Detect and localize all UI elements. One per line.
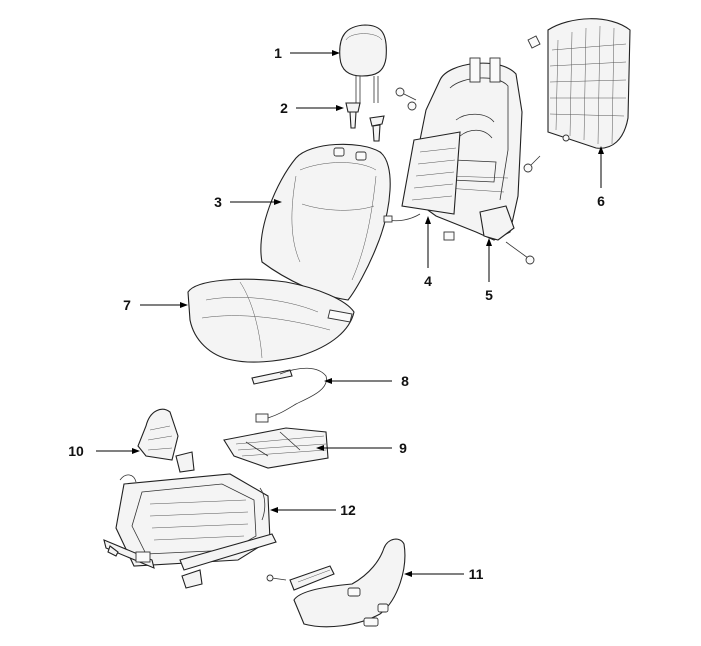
- headrest-part: [339, 24, 387, 104]
- callout-2: 2: [280, 100, 288, 116]
- bolt-part: [395, 87, 541, 265]
- side-cover-small-part: [137, 408, 179, 461]
- seat-mat-part: [223, 427, 329, 469]
- headrest-guide-part: [345, 102, 385, 142]
- callout-4: 4: [424, 273, 432, 289]
- callout-6: 6: [597, 193, 605, 209]
- callout-1: 1: [274, 45, 282, 61]
- callout-8: 8: [401, 373, 409, 389]
- callout-10: 10: [68, 443, 84, 459]
- wiring-harness-part: [251, 367, 327, 423]
- seatback-board-part: [527, 18, 631, 149]
- leader-lines: [96, 50, 604, 577]
- lumbar-support-part: [383, 131, 461, 241]
- seat-frame-part: [103, 451, 277, 589]
- side-shield-part: [266, 538, 406, 628]
- callout-7: 7: [123, 297, 131, 313]
- callout-9: 9: [399, 440, 407, 456]
- callout-5: 5: [485, 287, 493, 303]
- callout-12: 12: [340, 502, 356, 518]
- seatback-cushion-part: [260, 143, 391, 301]
- seat-cushion-part: [187, 278, 355, 363]
- callout-11: 11: [468, 566, 484, 582]
- callout-3: 3: [214, 194, 222, 210]
